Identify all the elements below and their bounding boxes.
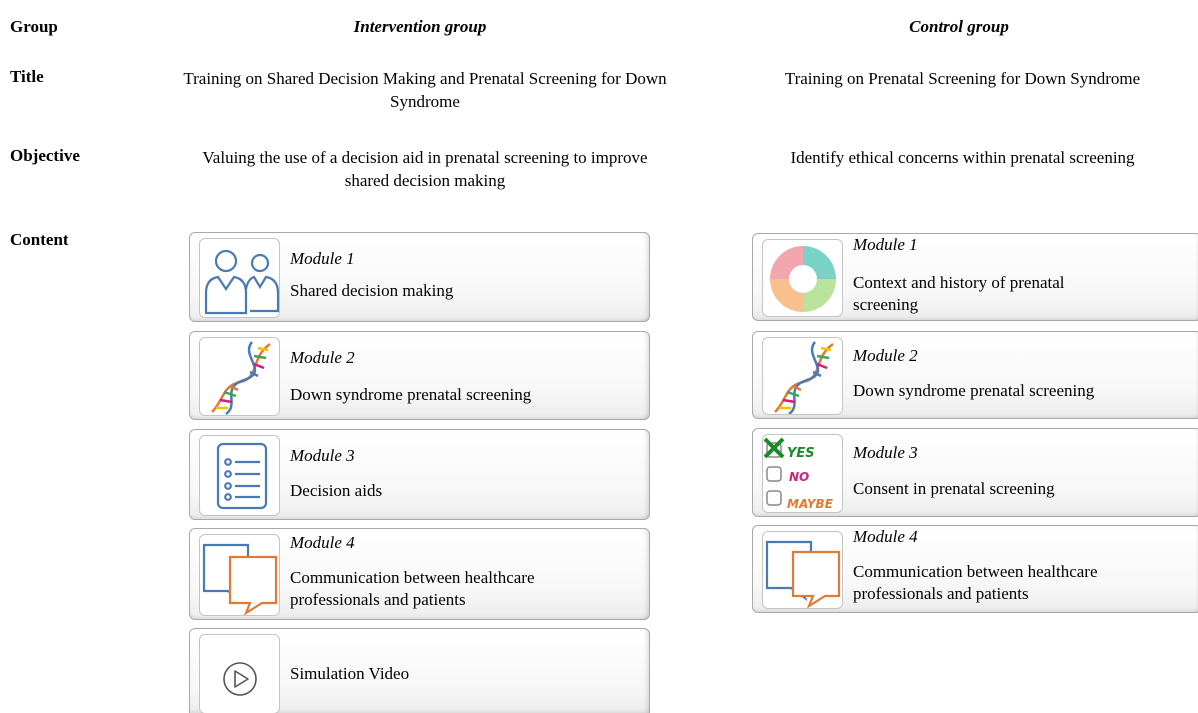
cycle-icon [762, 239, 843, 317]
control-module-3-card: YES NO MAYBE Module 3 Consent in prenata… [752, 428, 1198, 517]
title-row-label: Title [10, 67, 44, 86]
control-module-1-title: Module 1 [853, 235, 918, 254]
control-module-1-card: Module 1 Context and history of prenatal… [752, 233, 1198, 321]
objective-row-label: Objective [10, 146, 80, 165]
intervention-module-2-title: Module 2 [290, 348, 355, 367]
control-module-3-title: Module 3 [853, 443, 918, 462]
intervention-module-4-card: Module 4 Communication between healthcar… [189, 528, 650, 620]
intervention-module-2-card: Module 2 Down syndrome prenatal screenin… [189, 331, 650, 420]
intervention-simulation-video-card: Simulation Video [189, 628, 650, 713]
control-module-2-title: Module 2 [853, 346, 918, 365]
people-icon [199, 238, 280, 318]
dna-icon [199, 337, 280, 416]
consent-icon-no: NO [789, 470, 809, 484]
intervention-module-3-desc: Decision aids [290, 481, 383, 500]
control-objective: Identify ethical concerns within prenata… [790, 148, 1135, 167]
intervention-module-4-desc-line-2: professionals and patients [290, 590, 466, 609]
intervention-module-3-card: Module 3 Decision aids [189, 429, 650, 520]
intervention-module-3-title: Module 3 [290, 446, 355, 465]
intervention-simulation-video-label: Simulation Video [290, 664, 410, 683]
intervention-module-4-desc-line-1: Communication between healthcare [290, 568, 535, 587]
consent-icon-yes: YES [787, 446, 815, 461]
control-module-2-desc: Down syndrome prenatal screening [853, 381, 1095, 400]
intervention-objective: Valuing the use of a decision aid in pre… [202, 148, 648, 190]
checklist-icon [199, 435, 280, 516]
play-icon [199, 634, 280, 713]
control-module-4-title: Module 4 [853, 527, 918, 546]
intervention-module-1-desc: Shared decision making [290, 281, 454, 300]
consent-icon-maybe: MAYBE [787, 497, 834, 511]
speech-bubbles-icon [199, 534, 280, 616]
consent-checkbox-icon: YES NO MAYBE [762, 434, 843, 513]
control-group-header: Control group [909, 17, 1009, 36]
control-module-1-desc-line-1: Context and history of prenatal [853, 273, 1065, 292]
control-module-3-desc: Consent in prenatal screening [853, 479, 1055, 498]
intervention-title: Training on Shared Decision Making and P… [183, 69, 667, 111]
intervention-group-header: Intervention group [353, 17, 487, 36]
control-module-4-desc-line-1: Communication between healthcare [853, 562, 1098, 581]
intervention-module-1-card: Module 1 Shared decision making [189, 232, 650, 322]
dna-icon [762, 337, 843, 415]
control-title: Training on Prenatal Screening for Down … [784, 69, 1141, 88]
intervention-module-1-title: Module 1 [290, 249, 355, 268]
intervention-module-4-title: Module 4 [290, 533, 355, 552]
intervention-module-2-desc: Down syndrome prenatal screening [290, 385, 532, 404]
control-module-2-card: Module 2 Down syndrome prenatal screenin… [752, 331, 1198, 419]
group-row-label: Group [10, 17, 58, 36]
content-row-label: Content [10, 230, 69, 249]
control-module-4-card: Module 4 Communication between healthcar… [752, 525, 1198, 613]
control-module-4-desc-line-2: professionals and patients [853, 584, 1029, 603]
speech-bubbles-icon [762, 531, 843, 609]
control-module-1-desc-line-2: screening [853, 295, 919, 314]
